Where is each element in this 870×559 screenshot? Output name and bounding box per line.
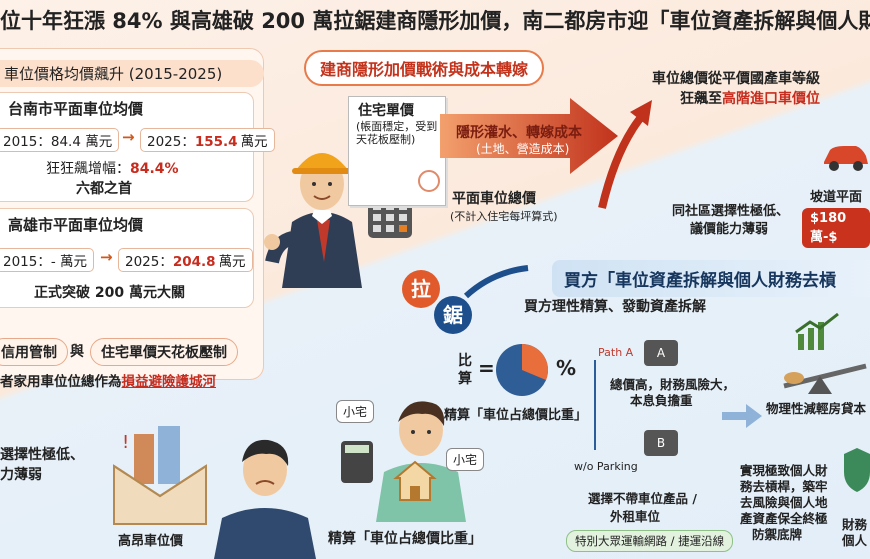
parking-total-sub: (不計入住宅每坪算式) [450,210,558,223]
up-arrow-icon [598,100,652,209]
ribbon-text: 車位價格均價飆升 (2015-2025) [4,65,223,83]
tainan-title: 台南市平面車位均價 [8,100,144,118]
ratio-caption: 精算「車位占總價比重」 [444,408,588,423]
bottom-weak-2: 力薄弱 [0,467,42,483]
pill-ceiling: 住宅單價天花板壓制 [90,338,238,366]
deleverage-3: 去風險與個人地 [740,495,828,510]
house-icon [393,460,437,501]
transit-pill: 特別大眾運輸網路 / 捷運沿線 [566,530,734,552]
person-caption: 精算「車位占總價比重」 [328,531,482,547]
shield-text-1: 財務 [842,517,868,532]
pie-chart-icon [496,344,548,396]
path-a-text-1: 總價高，財務風險大， [610,377,736,392]
reduce-mortgage: 物理性減輕房貸本 [766,401,867,416]
path-b-text-2: 外租車位 [610,509,661,524]
branch-line [594,360,596,450]
cost-transfer-arrow [440,98,618,174]
right-line2: 狂飆至高階進口車價位 [680,88,820,108]
paper-note: (帳面穩定，受到天花板壓制) [356,120,438,146]
tainan-2015: 2015：84.4 萬元 [0,128,120,152]
tainan-2025-unit: 萬元 [240,134,268,150]
right-line2-highlight: 高階進口車價位 [722,91,820,107]
path-b-road-icon: B [644,430,678,456]
tug-right-badge: 鋸 [434,296,472,334]
buyer-subtitle: 買方理性精算、發動資產拆解 [524,299,706,315]
kaohsiung-2025-unit: 萬元 [218,254,246,270]
hedge-note-prefix: 者家用車位位總作為 [0,374,122,390]
tainan-increase-value: 84.4% [130,161,179,177]
tug-arrows [463,265,529,299]
pill-credit-control: 信用管制 [0,338,68,366]
envelope-buildings-icon: ! [113,426,207,525]
arrow-sub-text: (土地、營造成本) [476,142,570,156]
path-a-text-2: 本息負擔重 [630,393,693,408]
price-range-tag: $180萬-$ [802,208,870,248]
parking-total: 平面車位總價 [452,191,536,207]
ratio-equals: = [478,356,495,380]
deleverage-1: 實現極致個人財 [740,463,828,478]
tainan-2025-label: 2025： [147,134,195,150]
bottom-caption: 高昂車位價 [118,534,184,549]
kaohsiung-title: 高雄市平面車位均價 [8,216,144,234]
builder-illustration [264,153,362,288]
growth-chart-icon [795,312,839,350]
kaohsiung-2025-value: 204.8 [172,254,216,270]
no-parking-label: w/o Parking [574,460,638,473]
speech-bubble-1: 小宅 [336,400,375,423]
right-arrow-icon [722,404,762,428]
ratio-label-1: 比 [458,353,472,369]
bottom-weak-1: 選擇性極低、 [0,447,84,463]
deleverage-5: 防禦底牌 [752,527,803,542]
hedge-note-highlight: 損益避險護城河 [121,374,217,390]
kaohsiung-2015: 2015：- 萬元 [0,248,95,272]
hedge-note: 者家用車位位總作為損益避險護城河 [0,370,216,390]
buyer-banner: 買方「車位資產拆解與個人財務去槓 [552,260,870,297]
worried-person-illustration [214,439,316,559]
path-a-road-icon: A [644,340,678,366]
tainan-arrow: → [122,128,135,146]
ratio-percent: % [556,356,577,380]
right-line2-prefix: 狂飆至 [680,91,722,107]
price-ribbon: 車位價格均價飆升 (2015-2025) [0,60,264,87]
seesaw-icon [783,363,867,394]
ramp-label: 坡道平面 [810,190,863,205]
weak-bargain-1: 同社區選擇性極低、 [672,204,790,219]
car-icon [824,146,868,171]
paper-title: 住宅單價 [358,103,414,119]
ratio-label-2: 算 [458,371,472,387]
svg-text:!: ! [122,432,129,453]
tug-left-badge: 拉 [402,270,440,308]
shield-text-2: 個人 [842,533,868,548]
right-line1: 車位總價從平價國產車等級 [652,71,820,87]
tainan-2025-value: 155.4 [194,134,238,150]
phone-calculator-icon [341,441,373,483]
tug-left-text: 拉 [411,277,431,301]
arrow-main-text: 隱形灌水、轉嫁成本 [456,125,582,141]
center-title: 建商隱形加價戰術與成本轉嫁 [304,50,545,86]
stamp-icon [418,170,440,192]
kaohsiung-2025-label: 2025： [125,254,173,270]
tug-right-text: 鋸 [443,303,463,327]
tainan-increase: 狂狂飆增幅：84.4% [46,158,179,178]
pill-and: 與 [70,344,84,360]
shield-icon [844,448,870,492]
deleverage-4: 產資產保全終極 [740,511,828,526]
path-b-text-1: 選擇不帶車位產品 / [588,491,697,506]
tainan-rank: 六都之首 [76,181,132,197]
deleverage-2: 務去槓桿，築牢 [740,479,828,494]
speech-bubble-2: 小宅 [446,448,485,471]
headline: 位十年狂漲 84% 與高雄破 200 萬拉鋸建商隱形加價，南二都房市迎「車位資產… [0,9,870,33]
weak-bargain-2: 議價能力薄弱 [690,222,769,237]
path-a-label: Path A [598,346,634,359]
kaohsiung-milestone: 正式突破 200 萬元大關 [34,285,185,301]
kaohsiung-arrow: → [100,248,113,266]
tainan-increase-label: 狂狂飆增幅： [46,161,130,177]
